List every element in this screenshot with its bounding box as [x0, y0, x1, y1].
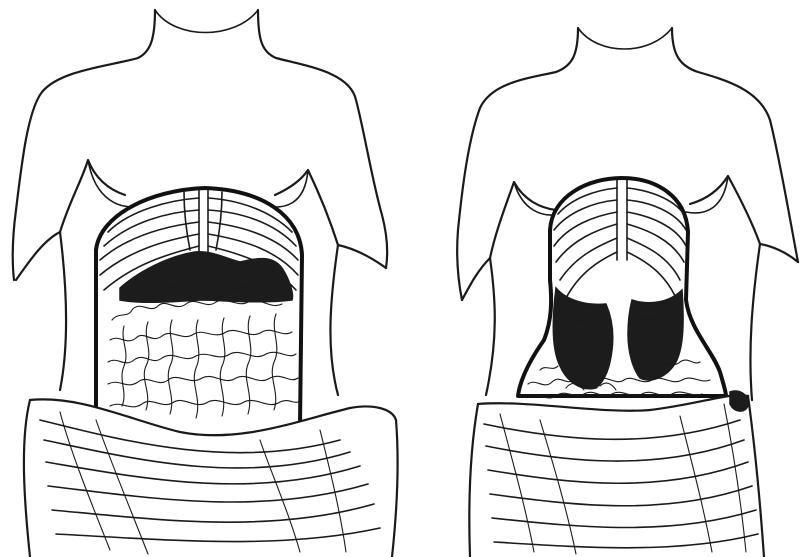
corseted-torso-figure: [457, 28, 798, 557]
natural-torso-figure: [13, 10, 398, 557]
corseted-drapery: [469, 391, 764, 557]
corseted-ribcage: [518, 178, 726, 396]
natural-ribcage: [96, 188, 302, 436]
